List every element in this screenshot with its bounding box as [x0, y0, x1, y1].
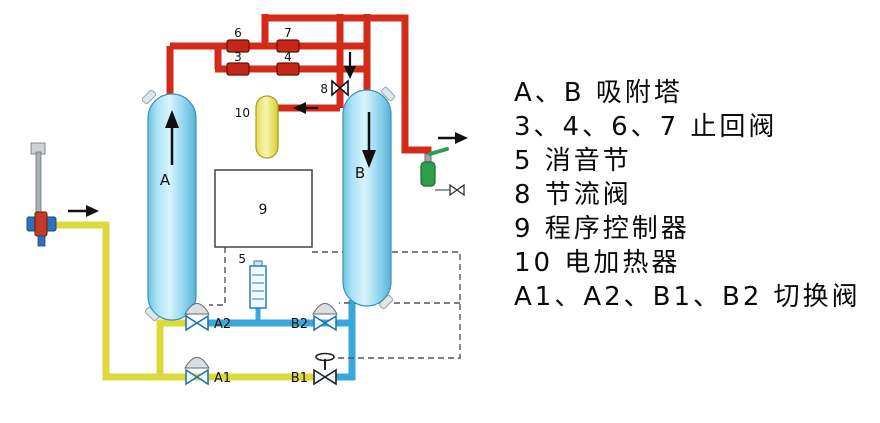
throttle-valve-8: 8 [320, 52, 356, 97]
inlet-valve-drain [37, 235, 46, 247]
check-valve-4 [276, 62, 300, 76]
switch-valve-b1: B1 [291, 352, 337, 386]
tower-b-label: B [355, 164, 365, 182]
legend-line-switches: A1、A2、B1、B2 切换阀 [514, 282, 861, 312]
probe-rod [35, 151, 42, 217]
label-valve-8: 8 [320, 82, 328, 96]
outlet-valve-lever [428, 147, 449, 156]
outlet-flow-arrow [438, 132, 468, 144]
outlet-valve-body [420, 161, 436, 187]
check-valves [226, 39, 300, 76]
label-heater-10: 10 [235, 106, 250, 120]
a2-actuator-dome [184, 303, 210, 315]
silencer-body [249, 265, 267, 309]
label-controller-9: 9 [259, 202, 268, 218]
label-valve-3: 3 [234, 50, 242, 64]
legend-line-heater: 10 电加热器 [514, 248, 681, 278]
adsorption-tower-b: B [342, 86, 396, 310]
check-valve-3 [226, 62, 250, 76]
wet-inlet-pipe [55, 221, 318, 381]
tower-a-top-nozzle [141, 89, 157, 105]
label-valve-b1: B1 [291, 371, 308, 386]
heater-body [255, 95, 279, 159]
legend-line-towers: A、B 吸附塔 [514, 78, 683, 108]
legend-line-checks: 3、4、6、7 止回阀 [514, 112, 778, 142]
inlet-line-b1 [334, 323, 356, 381]
legend-line-silencer: 5 消音节 [514, 146, 632, 176]
electric-heater-10: 10 [235, 95, 318, 159]
silencer-5: 5 [238, 252, 267, 309]
adsorption-tower-a: A [141, 89, 197, 322]
outlet-valve-assembly [420, 132, 468, 197]
b2-actuator-dome [312, 303, 338, 315]
label-valve-b2: B2 [291, 317, 308, 332]
legend: A、B 吸附塔 3、4、6、7 止回阀 5 消音节 8 节流阀 9 程序控制器 … [514, 76, 861, 314]
control-signal-lines [209, 247, 461, 359]
label-valve-a2: A2 [214, 317, 231, 332]
label-valve-a1: A1 [214, 371, 231, 386]
tower-b-vessel [342, 89, 392, 307]
label-valve-4: 4 [284, 50, 292, 64]
program-controller-9: 9 [214, 169, 313, 248]
inlet-valve-center [34, 211, 48, 237]
tower-a-label: A [160, 171, 171, 189]
label-valve-7: 7 [284, 26, 292, 40]
check-valve-6 [226, 39, 250, 53]
switch-valve-a2: A2 [184, 303, 231, 332]
drain-valve [449, 183, 459, 197]
check-valve-7 [276, 39, 300, 53]
controller-box [214, 169, 313, 248]
label-silencer-5: 5 [238, 252, 246, 266]
tower-a-flow-arrow-up [165, 110, 179, 165]
b1-handwheel [315, 352, 335, 362]
tower-b-flow-arrow-down [362, 112, 376, 168]
throttle-flow-arrow-down [344, 52, 356, 79]
signal-to-a2 [209, 247, 226, 306]
switch-valve-a1: A1 [184, 357, 231, 386]
legend-line-throttle: 8 节流阀 [514, 180, 632, 210]
label-valve-6: 6 [234, 26, 242, 40]
check-valve-labels: 6 7 3 4 [234, 26, 292, 64]
inlet-flow-arrow [68, 205, 99, 217]
a1-actuator-dome [184, 357, 210, 369]
tower-a-vessel [147, 93, 197, 321]
heater-flow-arrow-left [293, 102, 318, 114]
inlet-filter-assembly [26, 142, 99, 247]
legend-line-controller: 9 程序控制器 [514, 214, 690, 244]
switch-valve-b2: B2 [291, 303, 338, 332]
tower-b-top-nozzle [380, 86, 396, 102]
dry-air-pipes [204, 300, 356, 381]
